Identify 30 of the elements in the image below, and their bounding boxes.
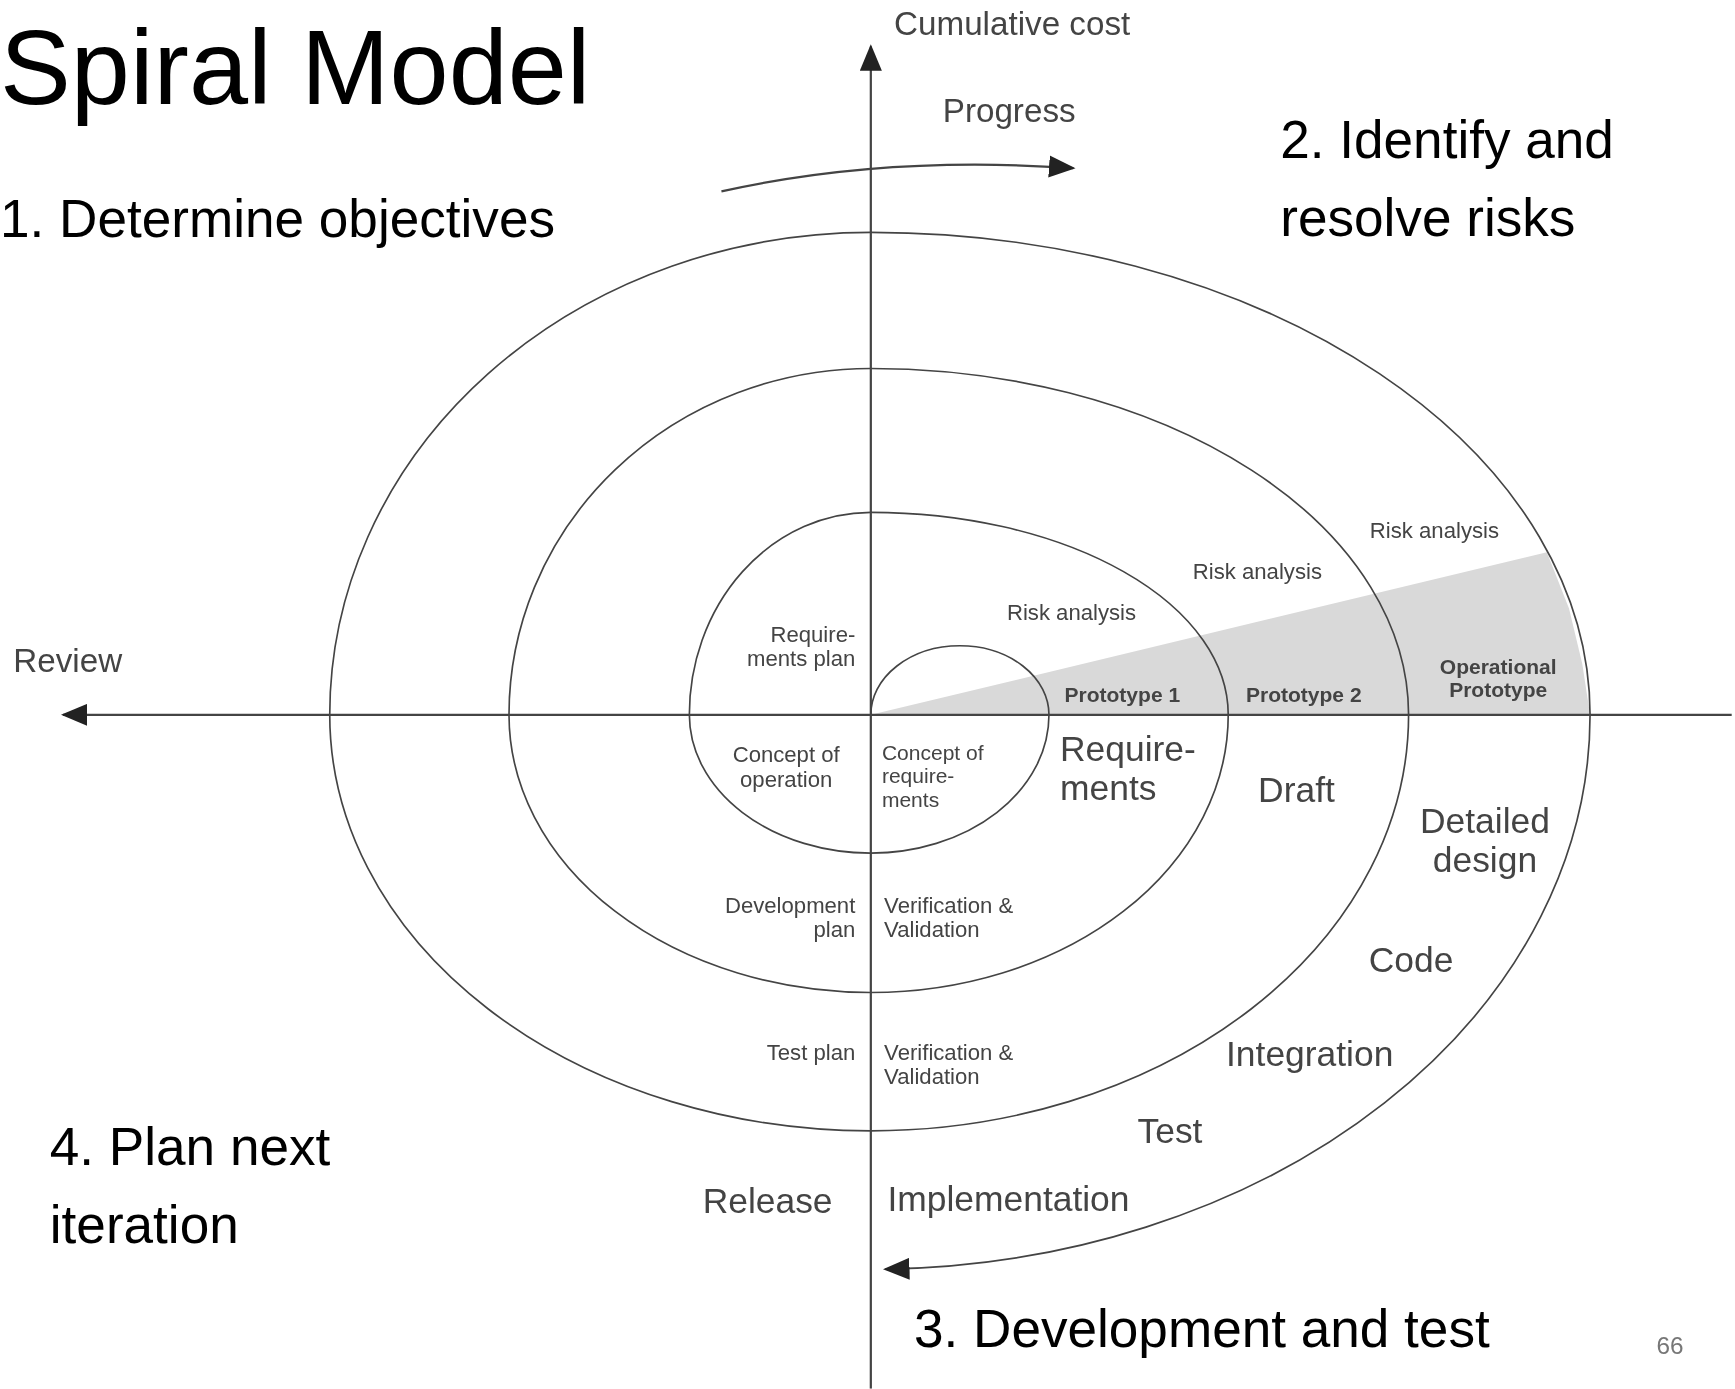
- phase-label: Require- ments: [1060, 730, 1197, 809]
- phase-label: Prototype 1: [1064, 683, 1181, 707]
- quadrant-label: 1. Determine objectives: [0, 190, 555, 249]
- axis-label: Progress: [942, 91, 1076, 129]
- phase-label: Code: [1368, 940, 1454, 980]
- page-number: 66: [1656, 1333, 1684, 1361]
- axis-label: Review: [13, 641, 123, 679]
- phase-label: Concept of require- ments: [881, 742, 985, 812]
- phase-label: Risk analysis: [1192, 558, 1322, 584]
- quadrant-label: 4. Plan next iteration: [49, 1116, 332, 1256]
- phase-label: Test plan: [765, 1040, 856, 1065]
- phase-label: Integration: [1226, 1034, 1394, 1074]
- phase-label: Detailed design: [1419, 802, 1551, 881]
- phase-label: Prototype 2: [1245, 683, 1362, 707]
- phase-label: Risk analysis: [1369, 517, 1499, 543]
- phase-label: Concept of operation: [731, 742, 841, 792]
- phase-label: Development plan: [723, 892, 856, 942]
- quadrant-label: 2. Identify and resolve risks: [1280, 109, 1615, 249]
- phase-label: Risk analysis: [1006, 599, 1137, 625]
- phase-label: Release: [702, 1181, 833, 1221]
- phase-label: Test: [1137, 1112, 1203, 1151]
- phase-label: Require- ments plan: [746, 621, 856, 671]
- phase-label: Operational Prototype: [1438, 656, 1558, 703]
- phase-label: Implementation: [887, 1179, 1130, 1219]
- phase-label: Verification & Validation: [884, 892, 1015, 942]
- title: Spiral Model: [0, 8, 591, 126]
- axis-label: Cumulative cost: [894, 5, 1131, 43]
- quadrant-label: 3. Development and test: [914, 1300, 1490, 1359]
- phase-label: Draft: [1258, 771, 1335, 811]
- phase-label: Verification & Validation: [884, 1040, 1015, 1089]
